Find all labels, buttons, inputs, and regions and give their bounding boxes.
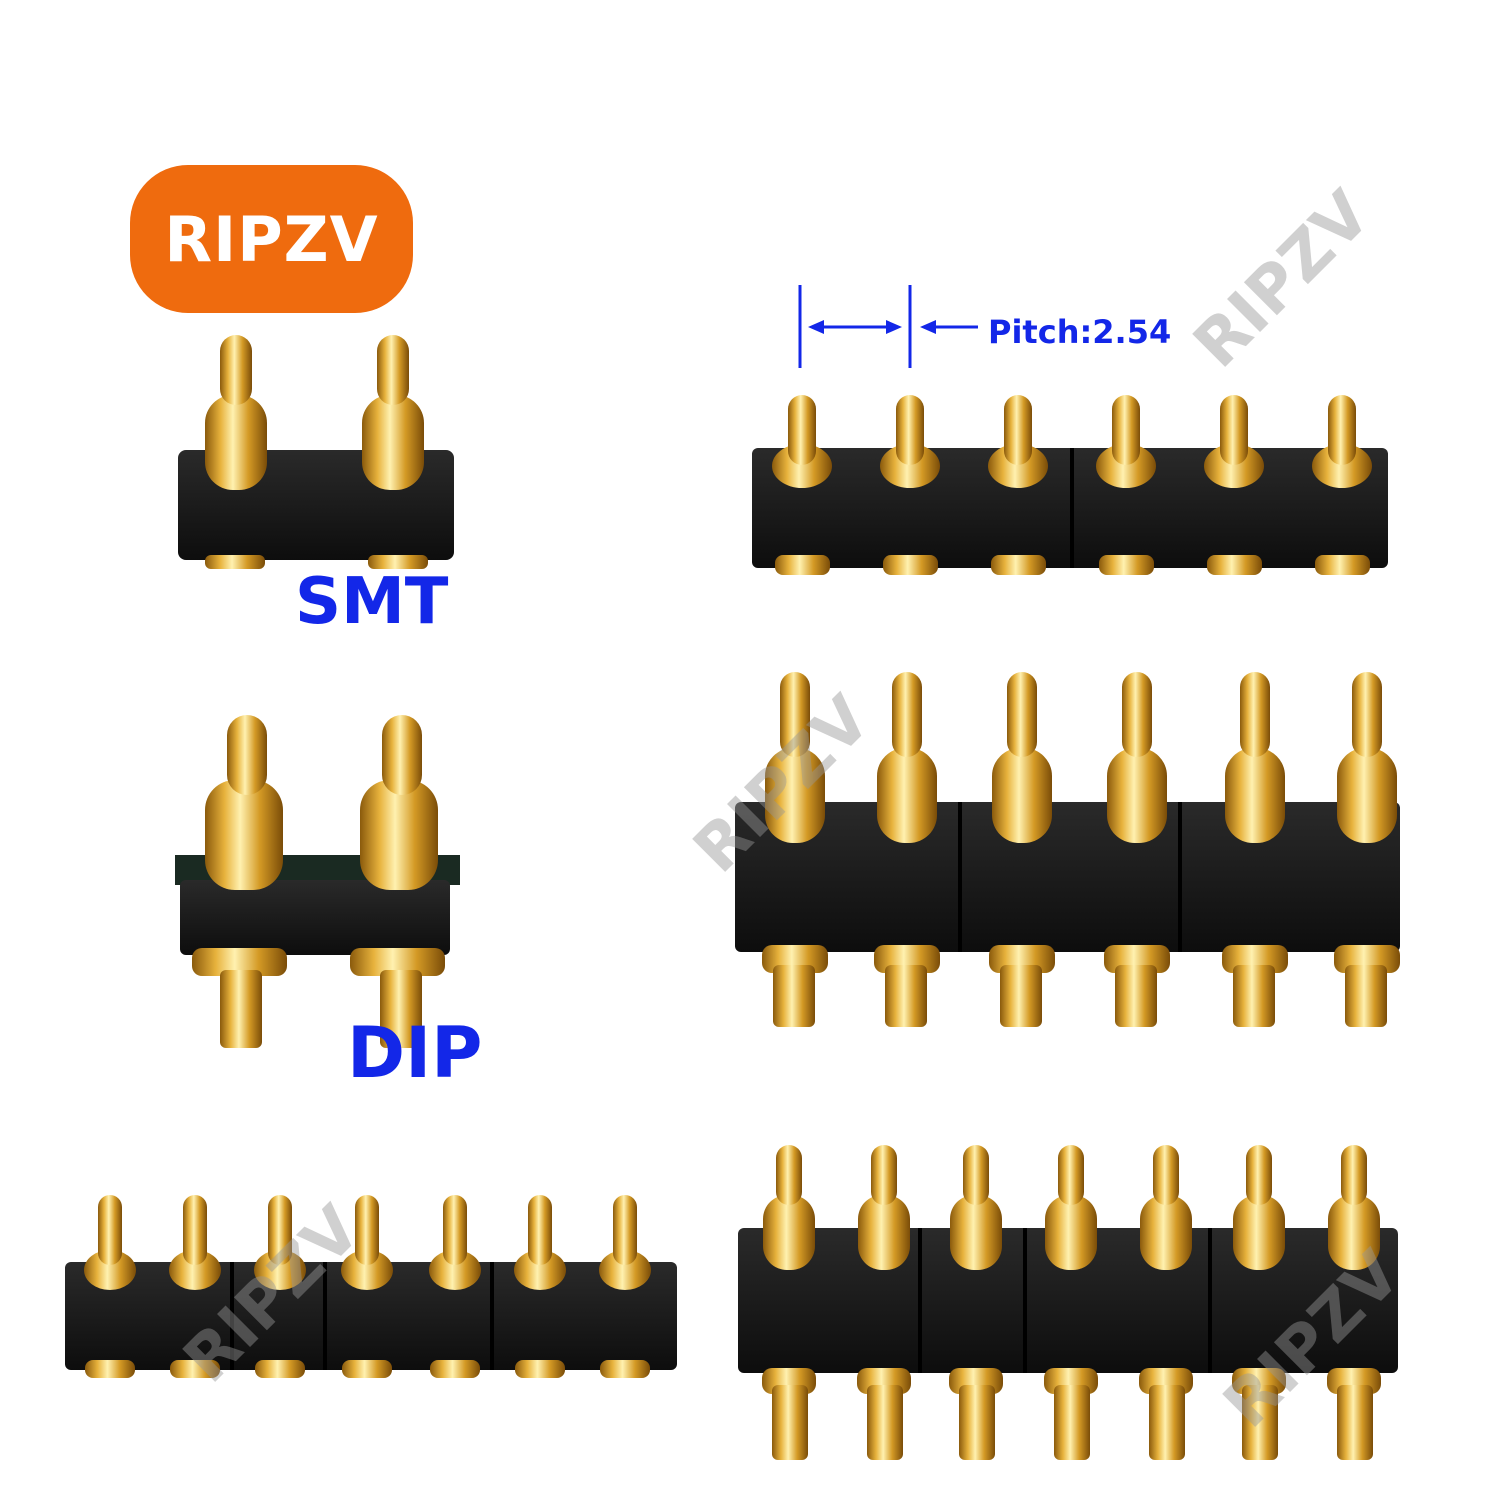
brand-logo-text: RIPZV bbox=[164, 202, 379, 276]
dip-2pin-connector bbox=[175, 715, 460, 1048]
brand-logo: RIPZV bbox=[130, 165, 413, 313]
smt-label: SMT bbox=[295, 565, 449, 639]
dip-label: DIP bbox=[347, 1012, 483, 1094]
dip-7pin-connector bbox=[738, 1145, 1398, 1460]
dip-6pin-connector bbox=[735, 672, 1400, 1027]
smt-6pin-connector bbox=[752, 395, 1388, 575]
pitch-dimension bbox=[798, 285, 978, 368]
smt-7pin-connector bbox=[65, 1195, 677, 1378]
pitch-label: Pitch:2.54 bbox=[988, 313, 1172, 351]
smt-2pin-connector bbox=[178, 335, 454, 569]
